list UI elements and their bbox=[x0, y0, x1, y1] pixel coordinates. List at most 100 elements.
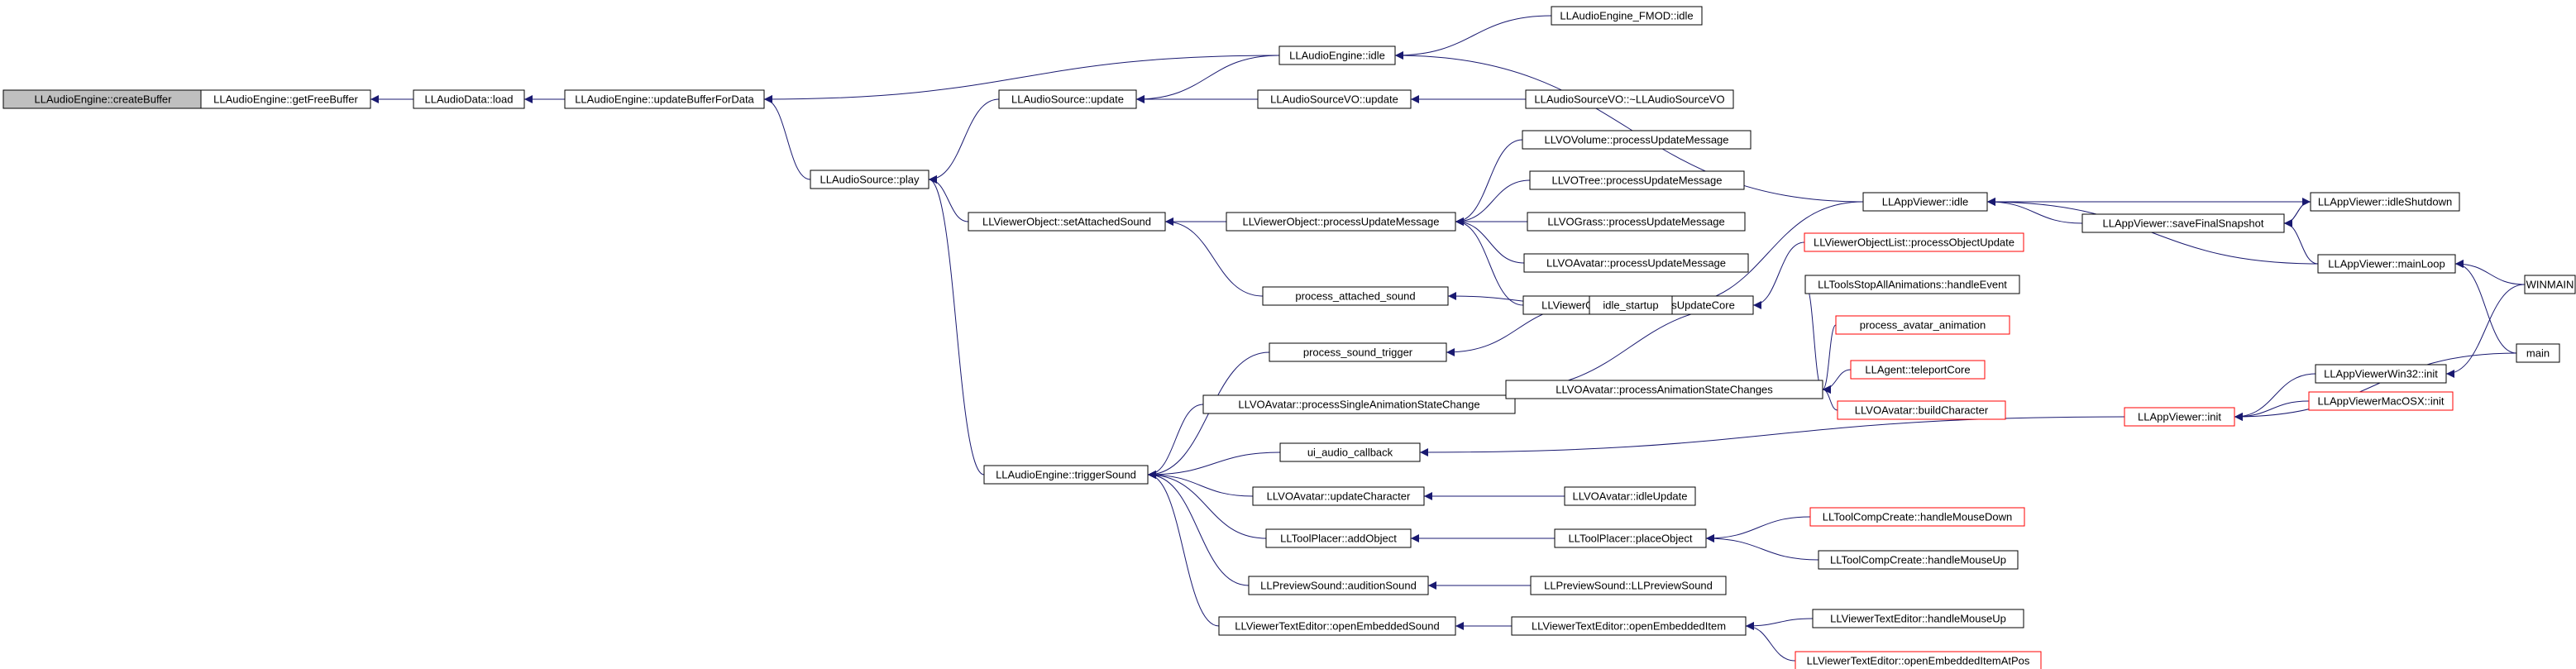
node-box[interactable] bbox=[1812, 609, 2024, 628]
node-box[interactable] bbox=[810, 170, 930, 189]
node-box[interactable] bbox=[2310, 192, 2460, 212]
node-box[interactable] bbox=[1522, 130, 1752, 150]
graph-node[interactable]: LLAudioSource::play bbox=[810, 170, 930, 189]
node-box[interactable] bbox=[1252, 486, 1425, 506]
node-box[interactable] bbox=[1862, 192, 1988, 212]
node-box[interactable] bbox=[2516, 343, 2560, 363]
node-box[interactable] bbox=[1804, 275, 2020, 294]
graph-node[interactable]: WINMAIN bbox=[2524, 275, 2576, 294]
graph-node[interactable]: LLVOAvatar::idleUpdate bbox=[1564, 486, 1696, 506]
graph-node[interactable]: LLAudioEngine::createBuffer bbox=[2, 89, 203, 109]
node-box[interactable] bbox=[2124, 407, 2235, 427]
node-box[interactable] bbox=[968, 212, 1166, 232]
graph-node[interactable]: LLToolCompCreate::handleMouseDown bbox=[1809, 507, 2025, 527]
node-box[interactable] bbox=[1804, 232, 2024, 252]
graph-node[interactable]: ui_audio_callback bbox=[1279, 442, 1421, 462]
graph-node[interactable]: LLViewerObject::processUpdateMessage bbox=[1226, 212, 1456, 232]
node-box[interactable] bbox=[1529, 170, 1745, 190]
node-box[interactable] bbox=[1279, 442, 1421, 462]
node-box[interactable] bbox=[1795, 651, 2042, 669]
node-box[interactable] bbox=[1551, 6, 1703, 26]
graph-node[interactable]: LLVOAvatar::processAnimationStateChanges bbox=[1505, 380, 1823, 399]
node-box[interactable] bbox=[1527, 212, 1746, 232]
graph-node[interactable]: LLViewerTextEditor::handleMouseUp bbox=[1812, 609, 2024, 628]
edge-n28-n30 bbox=[1822, 324, 1837, 394]
node-box[interactable] bbox=[983, 465, 1149, 485]
node-box[interactable] bbox=[413, 89, 525, 109]
graph-node[interactable]: idle_startup bbox=[1589, 295, 1673, 315]
node-box[interactable] bbox=[564, 89, 765, 109]
graph-node[interactable]: LLVOAvatar::processUpdateMessage bbox=[1523, 253, 1749, 273]
edge-n33-n27 bbox=[1147, 404, 1204, 479]
node-box[interactable] bbox=[1850, 360, 1986, 380]
node-box[interactable] bbox=[1226, 212, 1456, 232]
node-box[interactable] bbox=[1257, 89, 1412, 109]
graph-node[interactable]: LLVOAvatar::updateCharacter bbox=[1252, 486, 1425, 506]
graph-node[interactable]: LLAppViewerMacOSX::init bbox=[2308, 391, 2454, 411]
node-box[interactable] bbox=[2081, 213, 2285, 233]
node-box[interactable] bbox=[2315, 364, 2447, 384]
graph-node[interactable]: LLAppViewerWin32::init bbox=[2315, 364, 2447, 384]
graph-node[interactable]: LLViewerObjectList::processObjectUpdate bbox=[1804, 232, 2024, 252]
graph-node[interactable]: LLViewerObject::setAttachedSound bbox=[968, 212, 1166, 232]
graph-node[interactable]: LLAudioEngine::getFreeBuffer bbox=[200, 89, 371, 109]
graph-node[interactable]: LLAppViewer::idleShutdown bbox=[2310, 192, 2460, 212]
node-box[interactable] bbox=[2308, 391, 2454, 411]
graph-node[interactable]: LLAudioSource::update bbox=[998, 89, 1137, 109]
graph-node[interactable]: LLVOVolume::processUpdateMessage bbox=[1522, 130, 1752, 150]
node-box[interactable] bbox=[1818, 550, 2019, 570]
node-box[interactable] bbox=[1269, 342, 1447, 362]
node-box[interactable] bbox=[1202, 394, 1516, 414]
graph-node[interactable]: LLVOGrass::processUpdateMessage bbox=[1527, 212, 1746, 232]
node-box[interactable] bbox=[1564, 486, 1696, 506]
node-label: LLAppViewerWin32::init bbox=[2324, 368, 2438, 380]
node-box[interactable] bbox=[2524, 275, 2576, 294]
graph-node[interactable]: LLPreviewSound::auditionSound bbox=[1248, 576, 1429, 595]
graph-node[interactable]: LLAudioSourceVO::update bbox=[1257, 89, 1412, 109]
node-box[interactable] bbox=[1589, 295, 1673, 315]
node-box[interactable] bbox=[1262, 286, 1449, 306]
graph-node[interactable]: LLVOAvatar::processSingleAnimationStateC… bbox=[1202, 394, 1516, 414]
graph-node[interactable]: LLViewerTextEditor::openEmbeddedItem bbox=[1511, 616, 1747, 636]
graph-node[interactable]: LLViewerTextEditor::openEmbeddedSound bbox=[1218, 616, 1456, 636]
graph-node[interactable]: LLAgent::teleportCore bbox=[1850, 360, 1986, 380]
graph-node[interactable]: process_sound_trigger bbox=[1269, 342, 1447, 362]
graph-node[interactable]: LLToolCompCreate::handleMouseUp bbox=[1818, 550, 2019, 570]
graph-node[interactable]: LLAppViewer::mainLoop bbox=[2317, 254, 2456, 274]
node-box[interactable] bbox=[1837, 400, 2006, 420]
node-box[interactable] bbox=[1525, 89, 1734, 109]
node-box[interactable] bbox=[200, 89, 371, 109]
node-box[interactable] bbox=[1248, 576, 1429, 595]
graph-node[interactable]: LLViewerTextEditor::openEmbeddedItemAtPo… bbox=[1795, 651, 2042, 669]
graph-node[interactable]: LLAudioEngine_FMOD::idle bbox=[1551, 6, 1703, 26]
graph-node[interactable]: LLVOTree::processUpdateMessage bbox=[1529, 170, 1745, 190]
node-box[interactable] bbox=[1530, 576, 1727, 595]
graph-node[interactable]: process_attached_sound bbox=[1262, 286, 1449, 306]
node-box[interactable] bbox=[2317, 254, 2456, 274]
node-box[interactable] bbox=[1809, 507, 2025, 527]
graph-node[interactable]: LLAudioEngine::updateBufferForData bbox=[564, 89, 765, 109]
graph-node[interactable]: LLPreviewSound::LLPreviewSound bbox=[1530, 576, 1727, 595]
graph-node[interactable]: LLToolPlacer::placeObject bbox=[1554, 528, 1707, 548]
graph-node[interactable]: LLAudioData::load bbox=[413, 89, 525, 109]
graph-node[interactable]: LLAudioSourceVO::~LLAudioSourceVO bbox=[1525, 89, 1734, 109]
node-box[interactable] bbox=[1505, 380, 1823, 399]
node-box[interactable] bbox=[1835, 315, 2010, 335]
graph-node[interactable]: main bbox=[2516, 343, 2560, 363]
graph-node[interactable]: LLAppViewer::idle bbox=[1862, 192, 1988, 212]
graph-node[interactable]: LLAudioEngine::idle bbox=[1278, 45, 1396, 65]
graph-node[interactable]: process_avatar_animation bbox=[1835, 315, 2010, 335]
graph-node[interactable]: LLToolsStopAllAnimations::handleEvent bbox=[1804, 275, 2020, 294]
graph-node[interactable]: LLAppViewer::saveFinalSnapshot bbox=[2081, 213, 2285, 233]
node-box[interactable] bbox=[998, 89, 1137, 109]
node-box[interactable] bbox=[1265, 528, 1412, 548]
graph-node[interactable]: LLToolPlacer::addObject bbox=[1265, 528, 1412, 548]
node-box[interactable] bbox=[1278, 45, 1396, 65]
graph-node[interactable]: LLAppViewer::init bbox=[2124, 407, 2235, 427]
node-box[interactable] bbox=[1511, 616, 1747, 636]
node-box[interactable] bbox=[1523, 253, 1749, 273]
graph-node[interactable]: LLAudioEngine::triggerSound bbox=[983, 465, 1149, 485]
graph-node[interactable]: LLVOAvatar::buildCharacter bbox=[1837, 400, 2006, 420]
node-box[interactable] bbox=[1554, 528, 1707, 548]
node-box[interactable] bbox=[1218, 616, 1456, 636]
